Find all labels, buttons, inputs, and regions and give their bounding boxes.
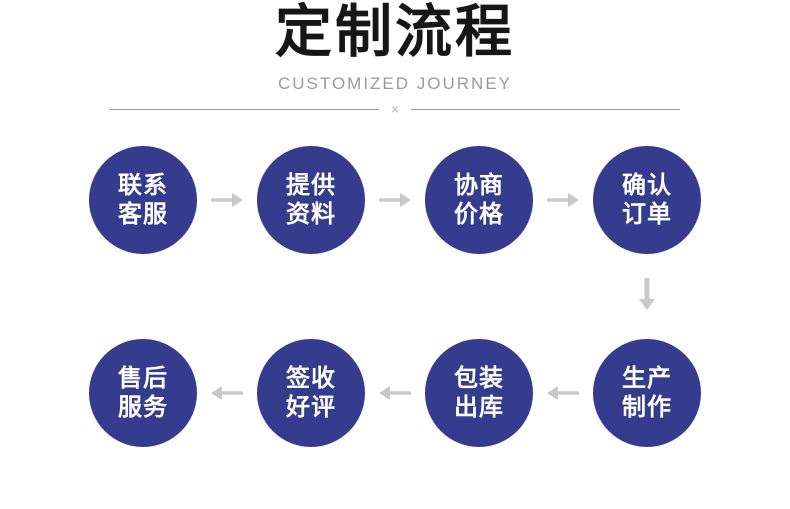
page-title: 定制流程 xyxy=(275,0,515,64)
step-label-line: 协商 xyxy=(454,172,504,199)
step-label-line: 资料 xyxy=(286,201,336,228)
flow-step-after-sales-service: 售后 服务 xyxy=(89,339,197,447)
page-subtitle: CUSTOMIZED JOURNEY xyxy=(277,74,513,93)
step-label-line: 服务 xyxy=(118,394,168,421)
flow-step-sign-and-review: 签收 好评 xyxy=(257,339,365,447)
step-label-line: 好评 xyxy=(286,394,336,421)
step-label-line: 确认 xyxy=(622,172,672,199)
step-label-line: 订单 xyxy=(622,201,672,228)
step-label-line: 制作 xyxy=(622,394,672,421)
arrow-left-icon xyxy=(210,383,244,403)
flow-step-pack-and-ship: 包装 出库 xyxy=(425,339,533,447)
arrow-left-icon xyxy=(546,383,580,403)
arrow-right-icon xyxy=(546,190,580,210)
step-label-line: 客服 xyxy=(118,201,168,228)
step-label-line: 签收 xyxy=(286,365,336,392)
divider-line-right xyxy=(411,108,680,110)
divider-x-icon: × xyxy=(390,101,400,117)
title-divider: × xyxy=(110,100,680,118)
arrow-left-icon xyxy=(378,383,412,403)
flow-step-provide-materials: 提供 资料 xyxy=(257,146,365,254)
step-label-line: 提供 xyxy=(286,172,336,199)
flow-step-negotiate-price: 协商 价格 xyxy=(425,146,533,254)
arrow-down-icon xyxy=(636,277,658,311)
flow-step-confirm-order: 确认 订单 xyxy=(593,146,701,254)
arrow-right-icon xyxy=(378,190,412,210)
flow-step-contact-service: 联系 客服 xyxy=(89,146,197,254)
step-label-line: 包装 xyxy=(454,365,504,392)
arrow-right-icon xyxy=(210,190,244,210)
flow-step-production: 生产 制作 xyxy=(593,339,701,447)
step-label-line: 售后 xyxy=(118,365,168,392)
step-label-line: 价格 xyxy=(454,201,504,228)
step-label-line: 联系 xyxy=(118,172,168,199)
divider-line-left xyxy=(110,108,379,110)
step-label-line: 生产 xyxy=(622,365,672,392)
step-label-line: 出库 xyxy=(454,394,504,421)
